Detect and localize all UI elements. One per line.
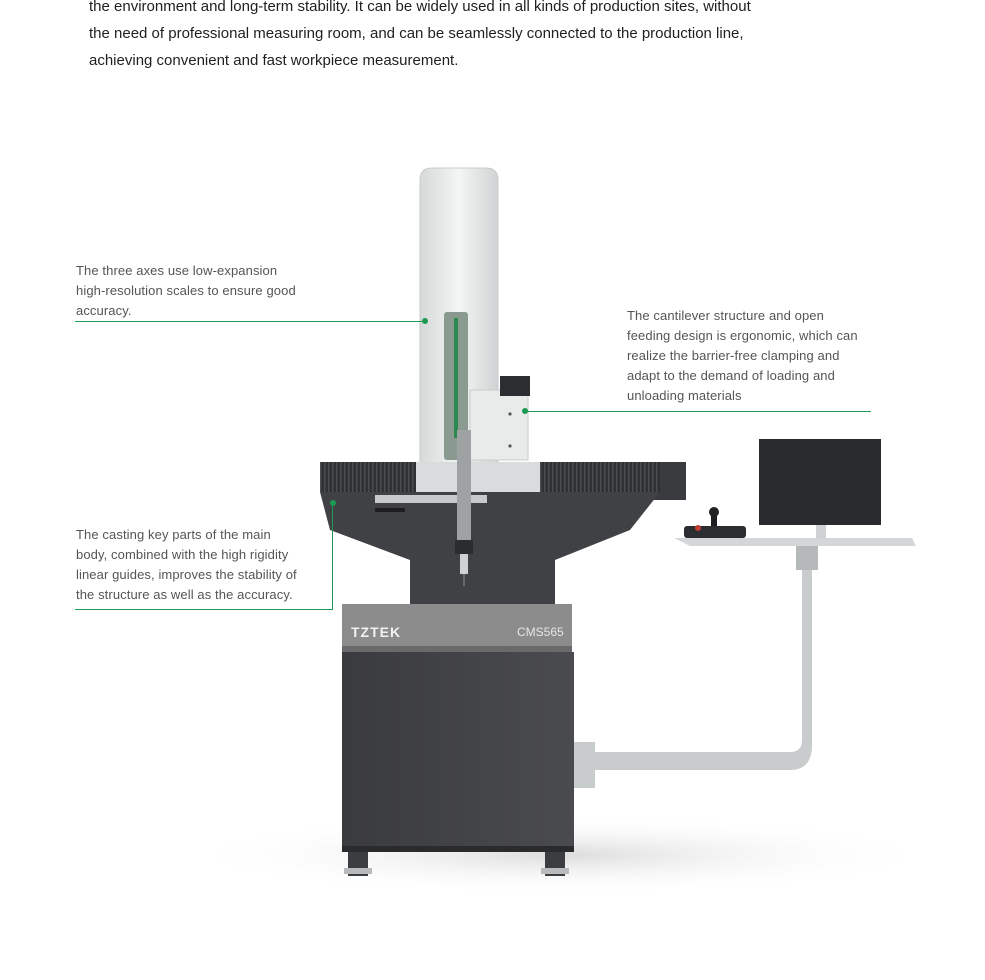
intro-paragraph: the environment and long-term stability.… bbox=[89, 0, 829, 74]
workstation-tray bbox=[674, 507, 916, 546]
base-cabinet bbox=[342, 652, 574, 846]
callout-line: The three axes use low-expansion bbox=[76, 263, 278, 278]
leader-line bbox=[526, 411, 871, 412]
leader-dot bbox=[330, 500, 336, 506]
callout-scales: The three axes use low-expansion high-re… bbox=[76, 261, 296, 321]
callout-line: adapt to the demand of loading and bbox=[627, 368, 835, 383]
intro-line: achieving convenient and fast workpiece … bbox=[89, 52, 459, 69]
callout-line: linear guides, improves the stability of bbox=[76, 567, 297, 582]
leader-line bbox=[75, 321, 425, 322]
callout-casting: The casting key parts of the main body, … bbox=[76, 525, 297, 605]
callout-line: realize the barrier-free clamping and bbox=[627, 348, 840, 363]
callout-line: The cantilever structure and open bbox=[627, 308, 824, 323]
callout-cantilever: The cantilever structure and open feedin… bbox=[627, 306, 858, 406]
carriage bbox=[469, 376, 530, 461]
brand-logo: TZTEK bbox=[351, 624, 402, 640]
callout-line: unloading materials bbox=[627, 388, 742, 403]
intro-line: the need of professional measuring room,… bbox=[89, 25, 744, 42]
leader-dot bbox=[422, 318, 428, 324]
probe-spindle bbox=[455, 430, 473, 586]
granite-plate bbox=[342, 604, 572, 652]
leveling-feet bbox=[344, 852, 569, 876]
callout-line: feeding design is ergonomic, which can bbox=[627, 328, 858, 343]
leader-line bbox=[75, 609, 333, 610]
callout-line: high-resolution scales to ensure good bbox=[76, 283, 296, 298]
intro-line: the environment and long-term stability.… bbox=[89, 0, 751, 15]
leader-dot bbox=[522, 408, 528, 414]
callout-line: body, combined with the high rigidity bbox=[76, 547, 289, 562]
monitor bbox=[759, 439, 881, 539]
callout-line: the structure as well as the accuracy. bbox=[76, 587, 293, 602]
callout-line: The casting key parts of the main bbox=[76, 527, 271, 542]
monitor-arm bbox=[574, 546, 818, 788]
machine-body bbox=[302, 462, 686, 605]
model-label: CMS565 bbox=[517, 625, 564, 639]
callout-line: accuracy. bbox=[76, 303, 132, 318]
leader-line bbox=[332, 503, 333, 610]
